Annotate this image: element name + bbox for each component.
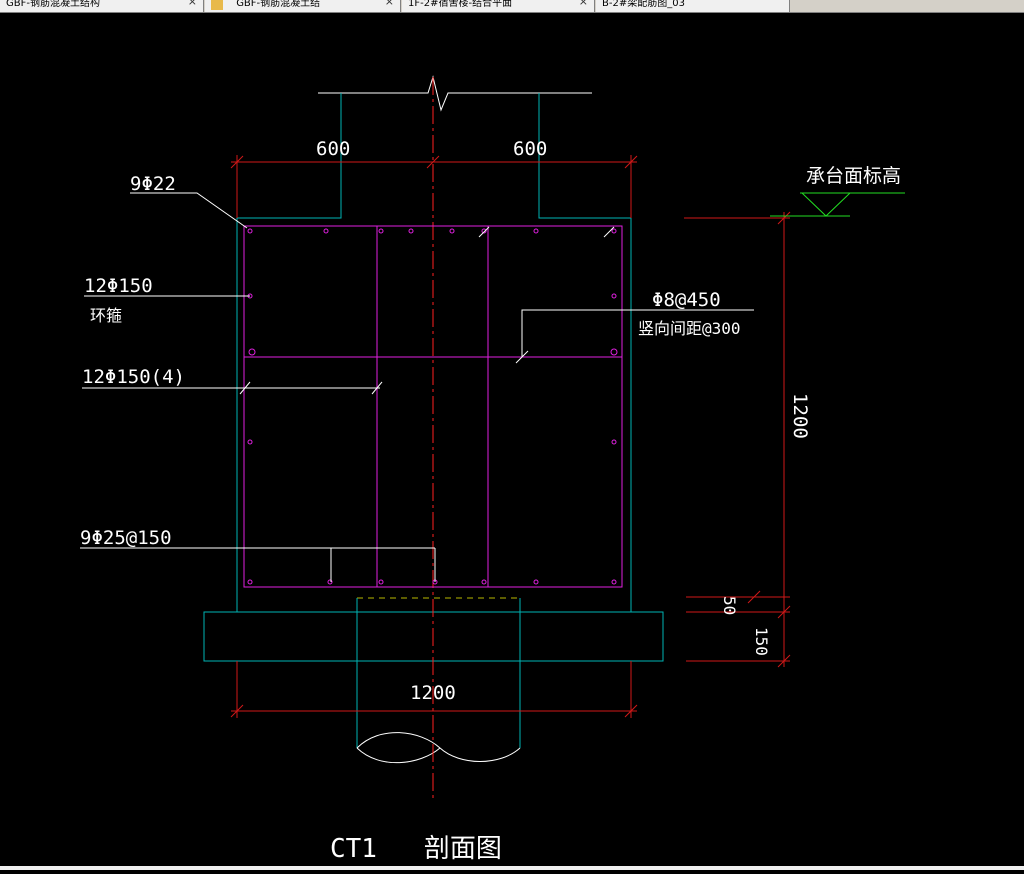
dimension-lines [230, 155, 791, 718]
tab-label: B-2#梁配筋图_03 [602, 0, 685, 9]
tab-1f-dormitory-plan[interactable]: 1F-2#宿舍楼-结合平面 × [402, 0, 595, 12]
rebar-cage [243, 225, 623, 588]
dim-right-150-text: 150 [752, 627, 771, 656]
drawing-title: CT1 剖面图 [330, 834, 502, 864]
dim-bottom-text: 1200 [410, 682, 456, 704]
label-ring-sub: 环箍 [90, 306, 122, 325]
label-stirrup: 12Φ150(4) [82, 366, 185, 388]
drawing-file-icon [211, 0, 223, 10]
tab-label: GBF-钢筋混凝土结 [236, 0, 321, 9]
tab-label: GBF-钢筋混凝土结构 [6, 0, 100, 9]
document-tab-bar: GBF-钢筋混凝土结构 × GBF-钢筋混凝土结 × 1F-2#宿舍楼-结合平面… [0, 0, 1024, 13]
elevation-symbol [770, 192, 905, 217]
dim-top-right-text: 600 [513, 138, 547, 160]
close-icon[interactable]: × [578, 0, 588, 8]
section-drawing: 600 600 1200 9Φ22 12Φ150 环箍 12Φ150(4) Φ8… [80, 75, 905, 864]
column-break-line [318, 75, 592, 112]
label-tie-sub: 竖向间距@300 [638, 319, 741, 338]
dim-top-left-text: 600 [316, 138, 350, 160]
dim-right-50-text: 50 [720, 596, 739, 615]
tab-gbf-structure[interactable]: GBF-钢筋混凝土结构 × [0, 0, 204, 12]
label-bottom-bar: 9Φ25@150 [80, 527, 172, 549]
elevation-label: 承台面标高 [806, 165, 901, 187]
close-icon[interactable]: × [384, 0, 394, 8]
close-icon[interactable]: × [187, 0, 197, 8]
dim-right-height-text: 1200 [789, 393, 811, 439]
tab-gbf-structure-2[interactable]: GBF-钢筋混凝土结 × [205, 0, 401, 12]
rebar-dots [247, 228, 618, 585]
status-strip [0, 866, 1024, 870]
label-top-bar: 9Φ22 [130, 173, 176, 195]
tab-beam-rebar-drawing[interactable]: B-2#梁配筋图_03 [596, 0, 790, 12]
tab-label: 1F-2#宿舍楼-结合平面 [408, 0, 513, 9]
label-ring-main: 12Φ150 [84, 275, 153, 297]
label-tie-main: Φ8@450 [652, 289, 721, 311]
drawing-canvas[interactable]: 600 600 1200 9Φ22 12Φ150 环箍 12Φ150(4) Φ8… [0, 13, 1024, 870]
leader-lines [80, 192, 754, 582]
